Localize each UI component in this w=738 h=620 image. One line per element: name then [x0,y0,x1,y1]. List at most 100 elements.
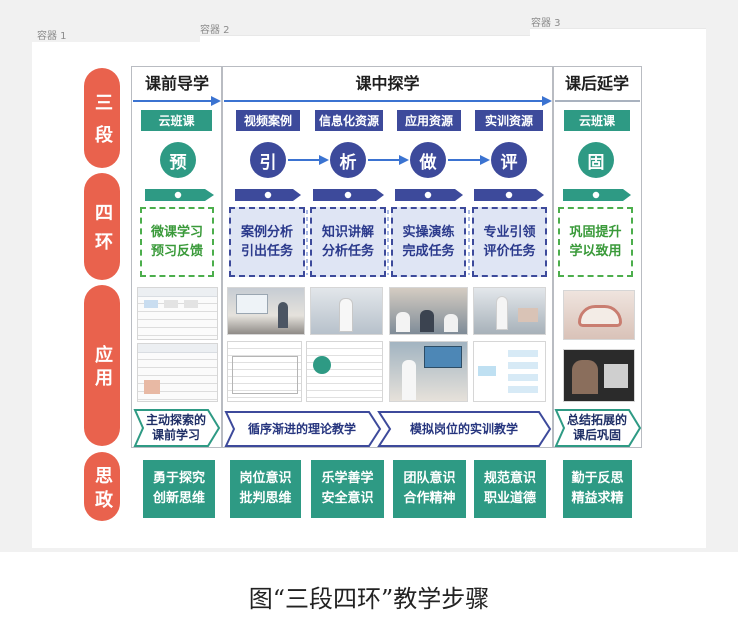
ideology-line: 合作精神 [403,491,456,506]
link-line: 实操演练 [402,225,455,240]
ideology-line: 精益求精 [571,491,624,506]
step-circle: 析 [330,142,366,178]
ideology-box: 勇于探究 创新思维 [143,460,215,518]
link-line: 预习反馈 [150,244,203,259]
mindmap-node [508,374,538,381]
row-label-text: 应用 [92,345,113,391]
step-circle: 评 [491,142,527,178]
document-screenshot [306,341,383,402]
pre-banner-shape [133,409,221,447]
mindmap-screenshot [473,341,546,402]
resource-box: 实训资源 [475,110,543,131]
theory-banner-shape [224,411,382,447]
link-line: 分析任务 [321,244,374,259]
practice-banner-text: 模拟岗位的实训教学 [409,421,518,436]
video-frame [563,349,635,402]
link-line: 学以致用 [569,244,622,259]
resource-box: 视频案例 [236,110,300,131]
ideology-line: 乐学善学 [321,471,374,486]
link-box: 专业引领 评价任务 [472,207,547,277]
document-screenshot [227,341,302,402]
video-inset [604,364,628,388]
step-circle: 预 [160,142,196,178]
ideology-line: 团队意识 [403,471,456,486]
dental-model-photo [563,290,635,340]
app-screenshot [137,287,218,340]
ideology-line: 岗位意识 [239,471,292,486]
link-line: 微课学习 [150,225,203,240]
dental-model [578,305,622,327]
link-line: 案例分析 [240,225,293,240]
link-line: 专业引领 [483,225,536,240]
row-label-text: 四环 [92,203,113,261]
app-header-bar [138,288,217,297]
ideology-box: 岗位意识 批判思维 [230,460,301,518]
document-table [232,356,298,394]
app-thumbnail [144,380,160,394]
training-model [518,308,538,322]
link-box: 实操演练 完成任务 [391,207,466,277]
link-line: 引出任务 [240,244,293,259]
stage-title-pre: 课前导学 [144,74,209,93]
ideology-line: 勤于反思 [571,471,624,486]
person-figure [402,360,416,400]
resource-box: 应用资源 [397,110,461,131]
resource-box: 云班课 [564,110,630,131]
step-circle: 固 [578,142,614,178]
figure-caption: 图“三段四环”教学步骤 [248,585,490,613]
person-figure [278,302,288,328]
post-class-column [552,66,642,448]
container-2-label: 容器 2 [200,25,230,36]
practice-banner-shape [377,411,552,447]
pre-banner-text: 主动探索的 课前学习 [140,410,212,446]
resource-box: 云班课 [141,110,212,131]
link-box: 案例分析 引出任务 [229,207,305,277]
classroom-photo [389,287,468,335]
flow-node [343,190,353,200]
container-1-label: 容器 1 [37,31,67,42]
classroom-photo [310,287,383,335]
link-line: 评价任务 [483,244,536,259]
ideology-box: 乐学善学 安全意识 [311,460,384,518]
banner-line: 课前学习 [151,428,200,442]
ideology-line: 勇于探究 [152,471,205,486]
banner-line: 总结拓展的 [566,413,627,427]
ideology-line: 职业道德 [483,491,536,506]
step-circle: 引 [250,142,286,178]
mindmap-node [508,350,538,357]
app-tab [144,300,158,308]
person-figure [496,296,508,330]
ideology-line: 创新思维 [152,491,205,506]
row-label-ideology: 思政 [84,452,120,521]
row-label-links: 四环 [84,173,120,280]
document-figure [313,356,331,374]
app-header-bar [138,344,217,353]
link-box: 微课学习 预习反馈 [140,207,214,277]
app-tab [184,300,198,308]
ideology-line: 安全意识 [321,491,374,506]
in-class-column [221,66,554,448]
link-line: 知识讲解 [321,225,374,240]
person-figure [396,312,410,332]
app-tab [164,300,178,308]
flow-node [423,190,433,200]
container-3-label: 容器 3 [531,18,561,29]
row-label-application: 应用 [84,285,120,446]
row-label-stages: 三段 [84,68,120,168]
ideology-line: 批判思维 [239,491,292,506]
link-line: 完成任务 [402,244,455,259]
stage-title-post: 课后延学 [564,74,629,93]
banner-line: 课后巩固 [572,428,621,442]
row-label-text: 思政 [92,465,113,514]
mindmap-node [478,366,496,376]
ideology-line: 规范意识 [483,471,536,486]
post-banner-text: 总结拓展的 课后巩固 [561,410,633,446]
post-banner-shape [554,409,642,447]
person-figure [444,314,458,332]
ideology-box: 规范意识 职业道德 [474,460,546,518]
banner-line: 主动探索的 [145,413,206,427]
classroom-photo [473,287,546,335]
pre-class-column [131,66,223,448]
ideology-box: 团队意识 合作精神 [393,460,466,518]
